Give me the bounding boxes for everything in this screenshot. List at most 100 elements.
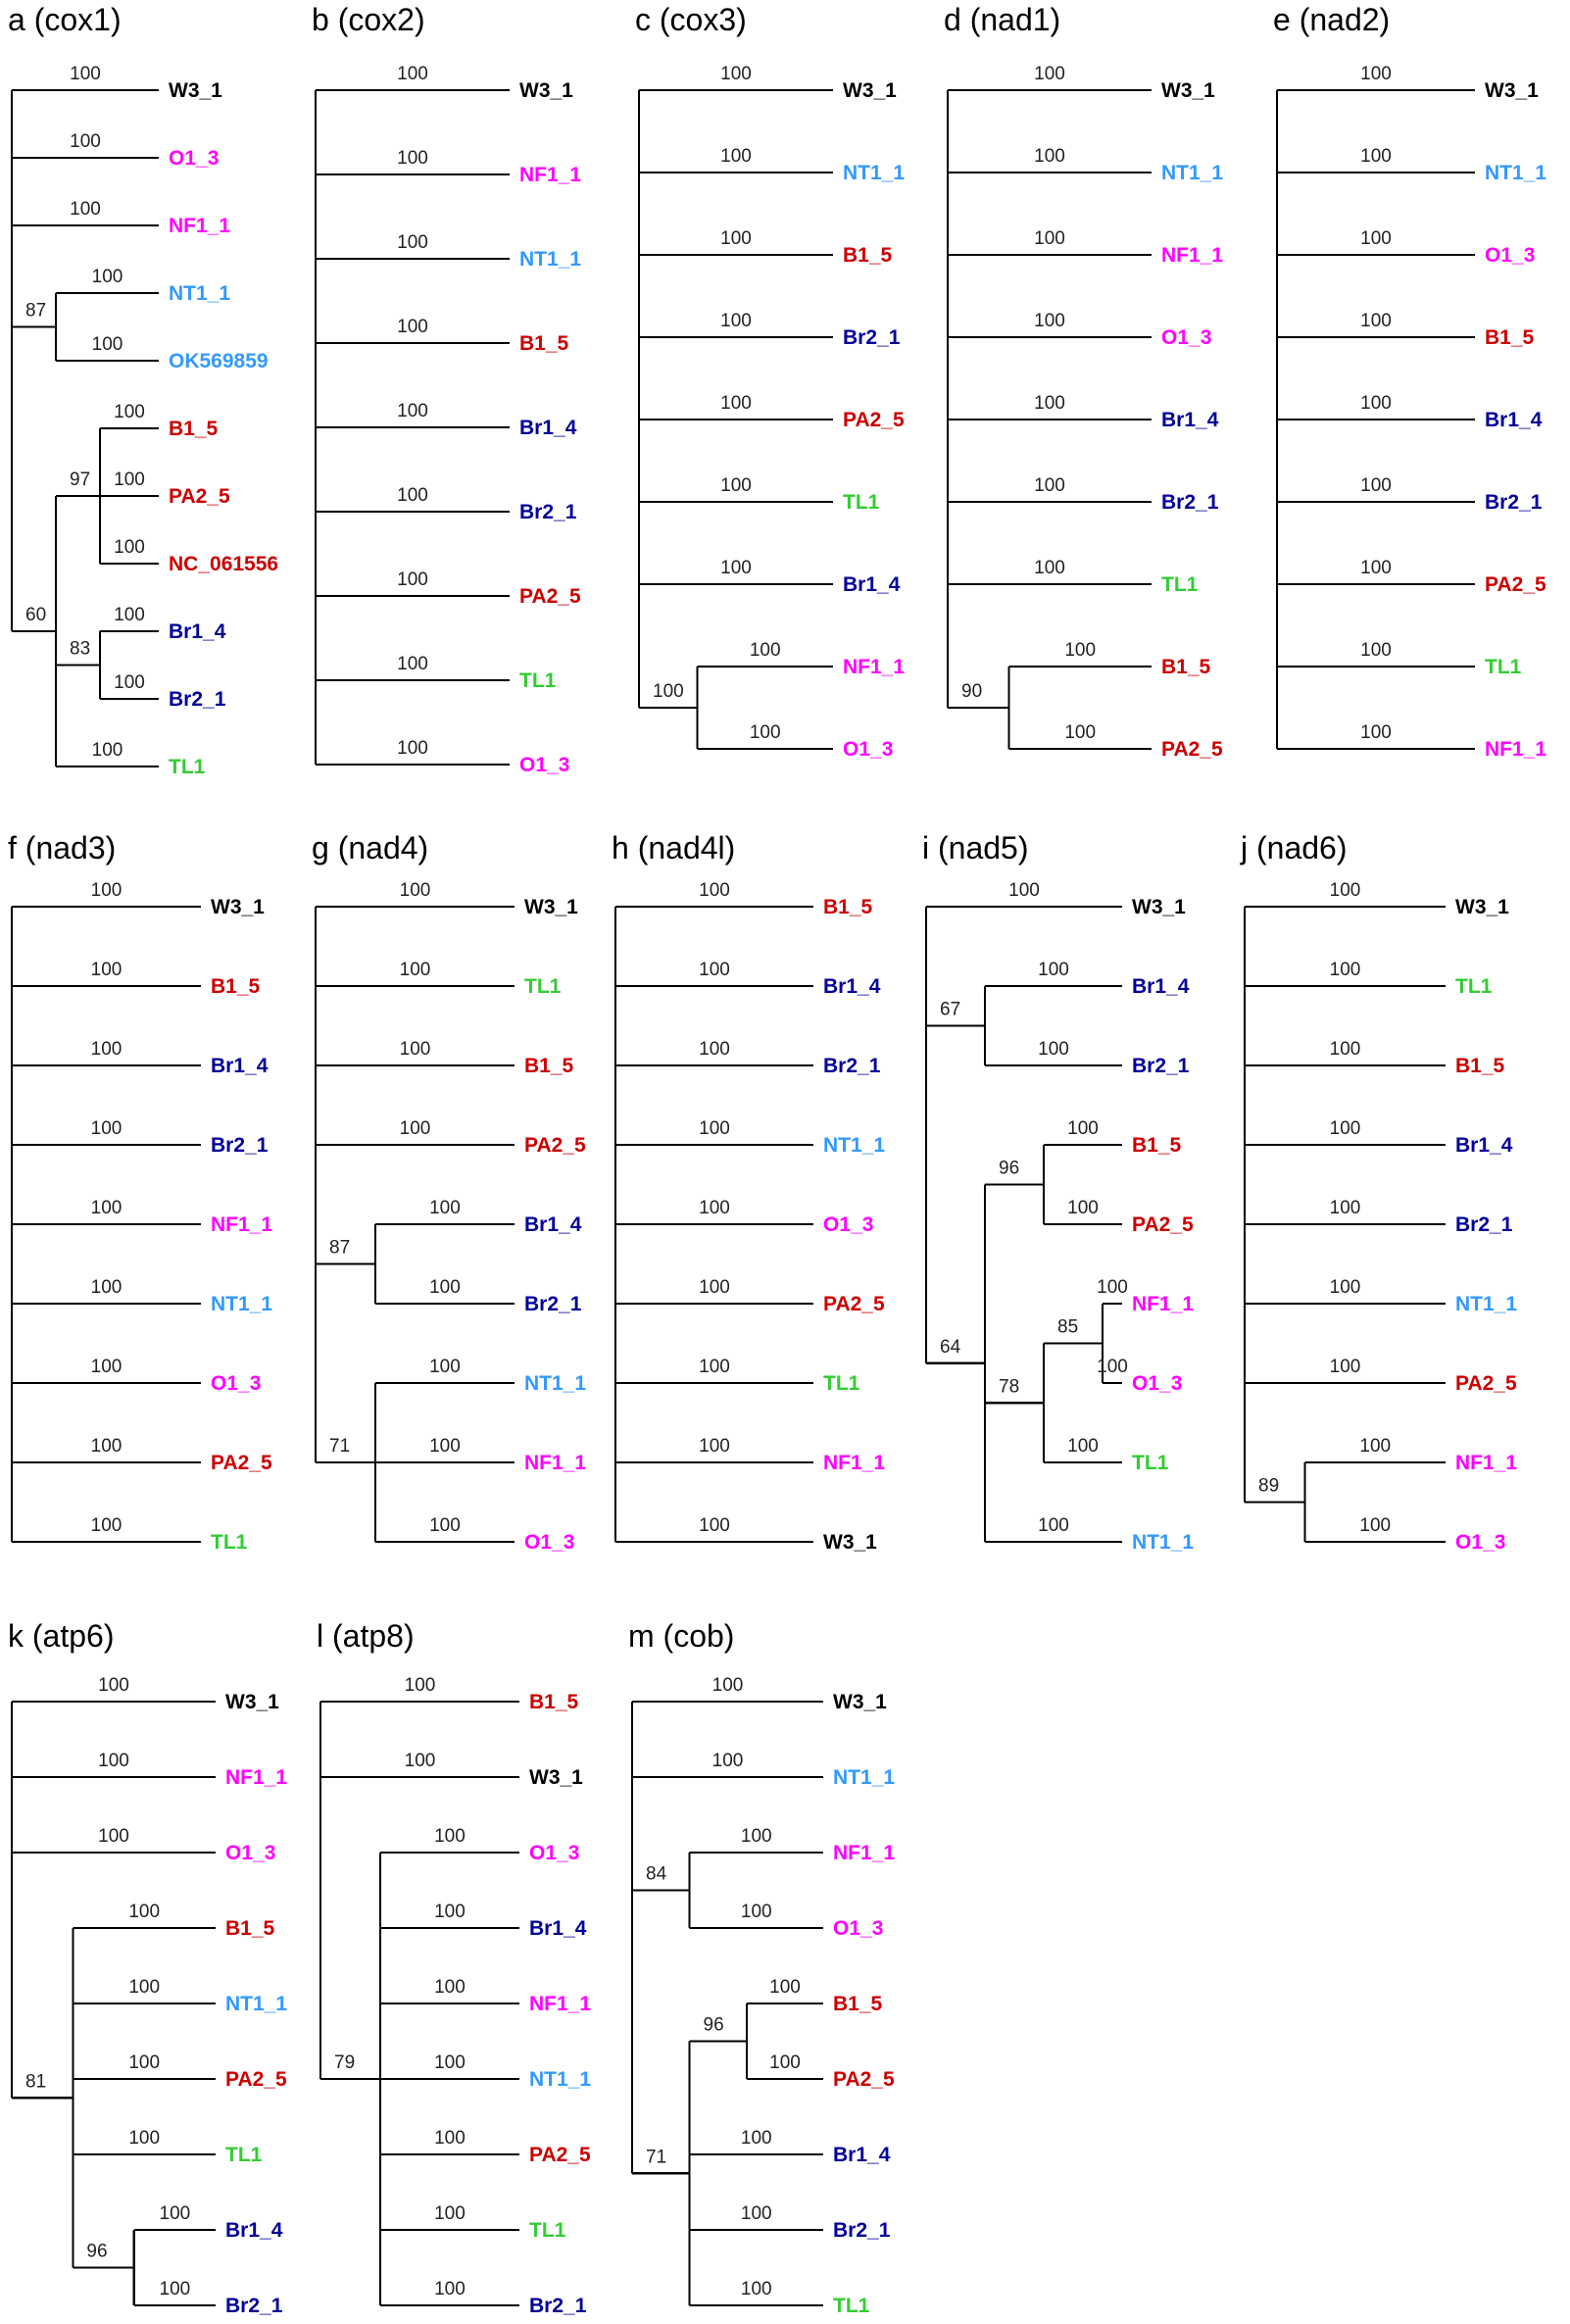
bootstrap-support-label: 71 <box>329 1436 350 1457</box>
taxon-label: NF1_1 <box>1132 1293 1194 1315</box>
tree-panel: d (nad1)100W3_1100NT1_1100NF1_1100O1_310… <box>944 2 1223 761</box>
bootstrap-support-label: 100 <box>1034 475 1065 496</box>
taxon-label: PA2_5 <box>843 409 905 431</box>
taxon-label: Br1_4 <box>519 417 577 439</box>
bootstrap-support-label: 100 <box>434 1977 466 1998</box>
tree-panel: a (cox1)100W3_1100O1_3100NF1_187100NT1_1… <box>8 2 278 778</box>
bootstrap-support-label: 100 <box>699 1118 730 1139</box>
taxon-label: NT1_1 <box>169 282 230 305</box>
tree-panel: i (nad5)100W3_167100Br1_4100Br2_16496100… <box>922 830 1194 1554</box>
bootstrap-support-label: 81 <box>25 2071 46 2092</box>
bootstrap-support-label: 100 <box>91 1357 123 1377</box>
bootstrap-support-label: 100 <box>712 1675 744 1696</box>
taxon-label: NT1_1 <box>519 248 581 271</box>
taxon-label: NF1_1 <box>833 1842 895 1864</box>
taxon-label: Br1_4 <box>823 975 881 998</box>
taxon-label: W3_1 <box>1161 79 1215 102</box>
bootstrap-support-label: 100 <box>397 654 428 674</box>
bootstrap-support-label: 100 <box>1330 1039 1361 1060</box>
bootstrap-support-label: 100 <box>1330 960 1361 980</box>
bootstrap-support-label: 100 <box>92 334 123 355</box>
panel-title: f (nad3) <box>8 830 116 865</box>
bootstrap-support-label: 78 <box>999 1376 1019 1397</box>
taxon-label: W3_1 <box>524 896 578 918</box>
bootstrap-support-label: 71 <box>646 2147 666 2167</box>
bootstrap-support-label: 100 <box>91 1118 123 1139</box>
tree-panel: h (nad4l)100B1_5100Br1_4100Br2_1100NT1_1… <box>612 830 885 1554</box>
taxon-label: NT1_1 <box>524 1372 586 1395</box>
bootstrap-support-label: 100 <box>405 1675 436 1696</box>
bootstrap-support-label: 100 <box>1067 1198 1099 1218</box>
panel-title: g (nad4) <box>312 830 428 865</box>
panel-title: k (atp6) <box>8 1618 114 1654</box>
taxon-label: TL1 <box>833 2295 870 2317</box>
bootstrap-support-label: 100 <box>1034 311 1065 331</box>
taxon-label: NF1_1 <box>519 164 581 186</box>
taxon-label: NF1_1 <box>843 656 905 678</box>
taxon-label: W3_1 <box>843 79 897 102</box>
taxon-label: TL1 <box>843 491 880 514</box>
taxon-label: W3_1 <box>833 1691 887 1713</box>
bootstrap-support-label: 100 <box>1097 1357 1128 1377</box>
taxon-label: NT1_1 <box>843 162 905 184</box>
bootstrap-support-label: 100 <box>1330 1118 1361 1139</box>
taxon-label: Br2_1 <box>524 1293 582 1315</box>
taxon-label: W3_1 <box>211 896 265 918</box>
taxon-label: B1_5 <box>519 332 569 355</box>
panel-title: e (nad2) <box>1273 2 1390 37</box>
bootstrap-support-label: 60 <box>25 605 46 625</box>
taxon-label: W3_1 <box>225 1691 279 1713</box>
bootstrap-support-label: 100 <box>720 393 752 414</box>
bootstrap-support-label: 100 <box>91 1436 123 1457</box>
taxon-label: O1_3 <box>519 754 569 776</box>
bootstrap-support-label: 100 <box>1038 1515 1069 1536</box>
taxon-label: NT1_1 <box>1161 162 1223 184</box>
bootstrap-support-label: 100 <box>397 738 428 759</box>
taxon-label: NF1_1 <box>169 215 230 237</box>
bootstrap-support-label: 100 <box>128 2052 160 2073</box>
bootstrap-support-label: 100 <box>91 1277 123 1298</box>
bootstrap-support-label: 100 <box>434 2203 466 2224</box>
taxon-label: W3_1 <box>1132 896 1186 918</box>
bootstrap-support-label: 100 <box>1038 960 1069 980</box>
bootstrap-support-label: 100 <box>699 880 730 901</box>
taxon-label: PA2_5 <box>1485 573 1546 596</box>
bootstrap-support-label: 100 <box>397 401 428 421</box>
tree-panel: g (nad4)100W3_1100TL1100B1_5100PA2_58710… <box>312 830 586 1554</box>
bootstrap-support-label: 100 <box>720 558 752 578</box>
taxon-label: PA2_5 <box>1132 1213 1194 1236</box>
taxon-label: O1_3 <box>225 1842 275 1864</box>
bootstrap-support-label: 100 <box>1360 64 1392 84</box>
bootstrap-support-label: 100 <box>1034 64 1065 84</box>
bootstrap-support-label: 100 <box>1034 558 1065 578</box>
taxon-label: NF1_1 <box>225 1766 287 1789</box>
bootstrap-support-label: 79 <box>334 2052 355 2073</box>
bootstrap-support-label: 100 <box>91 960 123 980</box>
taxon-label: TL1 <box>524 975 562 998</box>
taxon-label: Br1_4 <box>211 1055 269 1077</box>
taxon-label: NF1_1 <box>1161 244 1223 267</box>
taxon-label: NT1_1 <box>823 1134 885 1157</box>
taxon-label: Br1_4 <box>1455 1134 1513 1157</box>
taxon-label: O1_3 <box>833 1917 883 1940</box>
bootstrap-support-label: 100 <box>1008 880 1040 901</box>
bootstrap-support-label: 100 <box>1330 880 1361 901</box>
taxon-label: Br1_4 <box>169 620 226 643</box>
bootstrap-support-label: 100 <box>712 1751 744 1771</box>
bootstrap-support-label: 100 <box>720 475 752 496</box>
bootstrap-support-label: 100 <box>1360 228 1392 249</box>
bootstrap-support-label: 100 <box>699 1436 730 1457</box>
bootstrap-support-label: 100 <box>750 640 781 661</box>
bootstrap-support-label: 100 <box>699 1515 730 1536</box>
bootstrap-support-label: 100 <box>1330 1198 1361 1218</box>
taxon-label: W3_1 <box>529 1766 583 1789</box>
panel-title: i (nad5) <box>922 830 1029 865</box>
bootstrap-support-label: 96 <box>86 2242 107 2262</box>
taxon-label: TL1 <box>823 1372 860 1395</box>
bootstrap-support-label: 100 <box>91 1039 123 1060</box>
taxon-label: O1_3 <box>1455 1531 1505 1554</box>
taxon-label: Br1_4 <box>833 2144 891 2166</box>
bootstrap-support-label: 100 <box>741 2279 772 2299</box>
taxon-label: NT1_1 <box>225 1993 287 2015</box>
taxon-label: O1_3 <box>1161 326 1211 349</box>
